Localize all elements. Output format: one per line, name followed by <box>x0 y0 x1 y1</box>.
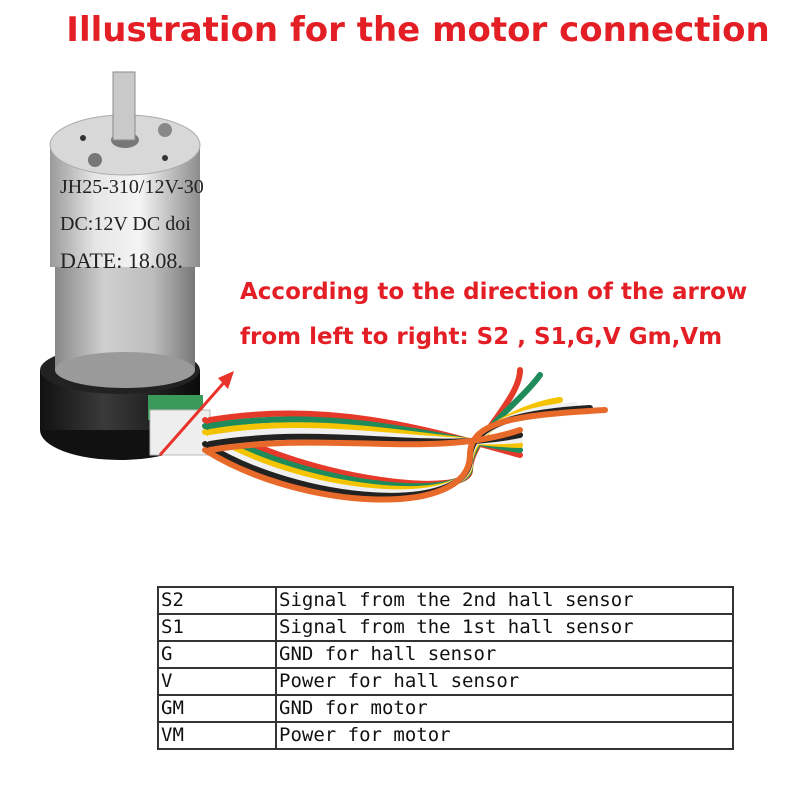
wire-bundle <box>202 367 608 503</box>
direction-note-line-1: According to the direction of the arrow <box>240 279 748 305</box>
motor-voltage-label: DC:12V DC doi <box>60 213 191 235</box>
pin-description: Power for motor <box>275 721 734 750</box>
pin-description: Signal from the 2nd hall sensor <box>275 586 734 615</box>
motor-date-label: DATE: 18.08. <box>60 248 183 273</box>
direction-note-line-2: from left to right: S2 , S1,G,V Gm,Vm <box>240 324 723 350</box>
motor-body: JH25-310/12V-30 DC:12V DC doi DATE: 18.0… <box>40 71 211 460</box>
motor-illustration: JH25-310/12V-30 DC:12V DC doi DATE: 18.0… <box>40 71 608 503</box>
pin-code: GM <box>157 694 277 723</box>
page-title: Illustration for the motor connection <box>66 10 770 50</box>
pin-code: V <box>157 667 277 696</box>
motor-model-label: JH25-310/12V-30 <box>60 176 204 198</box>
pin-description: Power for hall sensor <box>275 667 734 696</box>
pin-code: S2 <box>157 586 277 615</box>
wire <box>202 407 608 503</box>
pin-description: GND for hall sensor <box>275 640 734 669</box>
pin-description: Signal from the 1st hall sensor <box>275 613 734 642</box>
pin-code: S1 <box>157 613 277 642</box>
pin-code: VM <box>157 721 277 750</box>
direction-arrow-icon <box>158 371 234 456</box>
pin-description: GND for motor <box>275 694 734 723</box>
wire-loop <box>207 427 523 453</box>
pin-code: G <box>157 640 277 669</box>
